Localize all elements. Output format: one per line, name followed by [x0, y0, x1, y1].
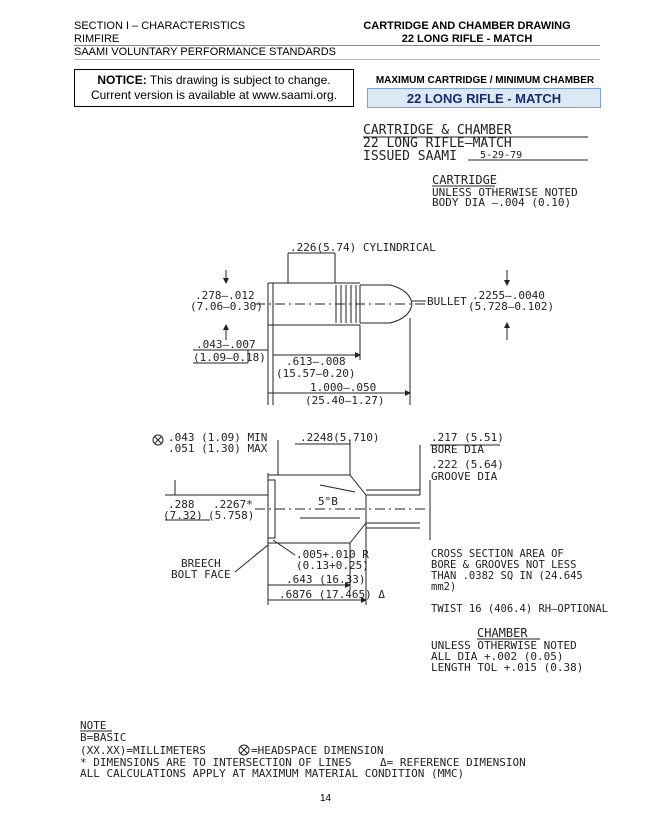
twist-note: TWIST 16 (406.4) RH–OPTIONAL: [431, 603, 608, 615]
notice-line1: This drawing is subject to change.: [149, 73, 331, 87]
note-millimeters: (XX.XX)=MILLIMETERS: [80, 744, 206, 757]
cross-section-2: BORE & GROOVES NOT LESS: [431, 559, 576, 571]
dim-throat: .2248(5.710): [300, 431, 379, 444]
dim-rim-thk-2: (1.09–0.18): [193, 351, 266, 364]
breech-label: BREECH: [181, 557, 221, 570]
cartridge-note-2: BODY DIA –.004 (0.10): [432, 196, 571, 209]
spec-caption: MAXIMUM CARTRIDGE / MINIMUM CHAMBER: [375, 75, 595, 86]
header-section: SECTION I – CHARACTERISTICS: [74, 20, 246, 32]
angle-label: 5°B: [318, 495, 338, 508]
headspace-min: .043 (1.09) MIN: [168, 431, 267, 444]
drawing-title-2: 22 LONG RIFLE–MATCH: [363, 136, 512, 151]
dim-oal-1: 1.000–.050: [310, 381, 376, 394]
dim-ch-6876: .6876 (17.465) Δ: [279, 588, 385, 601]
dim-ch-body-1: .2267*: [213, 498, 253, 511]
groove-dia-label: GROOVE DIA: [431, 470, 498, 483]
note-mmc: ALL CALCULATIONS APPLY AT MAXIMUM MATERI…: [80, 767, 464, 780]
notice-label: NOTICE:: [97, 73, 147, 87]
dim-radius-1: .005+.010 R: [296, 548, 369, 561]
spec-title: 22 LONG RIFLE - MATCH: [406, 91, 562, 106]
header-left: SECTION I – CHARACTERISTICS RIMFIRE SAAM…: [74, 20, 336, 59]
chamber-heading: CHAMBER: [477, 626, 528, 640]
dim-case-len-2: (15.57–0.20): [276, 367, 355, 380]
note-basic: B=BASIC: [80, 731, 126, 744]
bore-dia-value: .217 (5.51): [431, 431, 504, 444]
dim-oal-2: (25.40–1.27): [305, 394, 384, 407]
header-rimfire: RIMFIRE: [74, 33, 120, 45]
dim-ch-rim-1: .288: [168, 498, 195, 511]
page-number: 14: [319, 793, 332, 804]
bolt-face-label: BOLT FACE: [171, 568, 231, 581]
note-heading: NOTE: [80, 719, 107, 732]
dim-bullet-2: (5.728–0.102): [468, 300, 554, 313]
header-drawing-title: CARTRIDGE AND CHAMBER DRAWING: [363, 20, 571, 32]
header-cartridge-name: 22 LONG RIFLE - MATCH: [401, 33, 533, 45]
groove-dia-value: .222 (5.64): [431, 458, 504, 471]
cross-section-1: CROSS SECTION AREA OF: [431, 548, 564, 560]
cartridge-note-1: UNLESS OTHERWISE NOTED: [432, 186, 578, 199]
cross-section-3: THAN .0382 SQ IN (24.645: [431, 570, 583, 582]
dim-cylindrical: .226(5.74) CYLINDRICAL: [290, 241, 436, 254]
dim-radius-2: (0.13+0.25): [296, 559, 369, 572]
header-divider-lower: [74, 59, 600, 60]
bore-dia-label: BORE DIA: [431, 443, 484, 456]
header-divider: [74, 45, 600, 46]
spec-title-box: 22 LONG RIFLE - MATCH: [367, 88, 601, 108]
dim-bullet-1: .2255–.0040: [472, 289, 545, 302]
drawing-issued-date: 5-29-79: [480, 150, 522, 161]
dim-ch-body-2: (5.758): [208, 509, 254, 522]
note-headspace: =HEADSPACE DIMENSION: [251, 744, 383, 757]
notice-box: NOTICE: This drawing is subject to chang…: [74, 69, 354, 107]
dim-rim-dia-2: (7.06–0.30): [190, 300, 263, 313]
dim-rim-thk-1: .043–.007: [196, 338, 256, 351]
bullet-label: BULLET: [427, 295, 467, 308]
headspace-max: .051 (1.30) MAX: [168, 442, 268, 455]
cross-section-4: mm2): [431, 581, 456, 593]
header-standards: SAAMI VOLUNTARY PERFORMANCE STANDARDS: [74, 46, 337, 58]
chamber-note-2: ALL DIA +.002 (0.05): [431, 650, 563, 663]
note-intersection: * DIMENSIONS ARE TO INTERSECTION OF LINE…: [80, 756, 352, 769]
header-right: CARTRIDGE AND CHAMBER DRAWING 22 LONG RI…: [360, 20, 574, 46]
drawing-title-1: CARTRIDGE & CHAMBER: [363, 123, 512, 138]
cartridge-heading: CARTRIDGE: [432, 173, 497, 187]
note-reference: Δ= REFERENCE DIMENSION: [380, 756, 526, 769]
dim-case-len-1: .613–.008: [286, 355, 346, 368]
chamber-note-3: LENGTH TOL +.015 (0.38): [431, 661, 583, 674]
dim-ch-rim-2: (7.32): [163, 509, 203, 522]
notice-line2: Current version is available at www.saam…: [90, 88, 338, 102]
dim-rim-dia-1: .278–.012: [195, 289, 255, 302]
dim-ch-643: .643 (16.33): [286, 573, 365, 586]
drawing-issued-label: ISSUED SAAMI: [363, 149, 457, 164]
chamber-note-1: UNLESS OTHERWISE NOTED: [431, 639, 577, 652]
